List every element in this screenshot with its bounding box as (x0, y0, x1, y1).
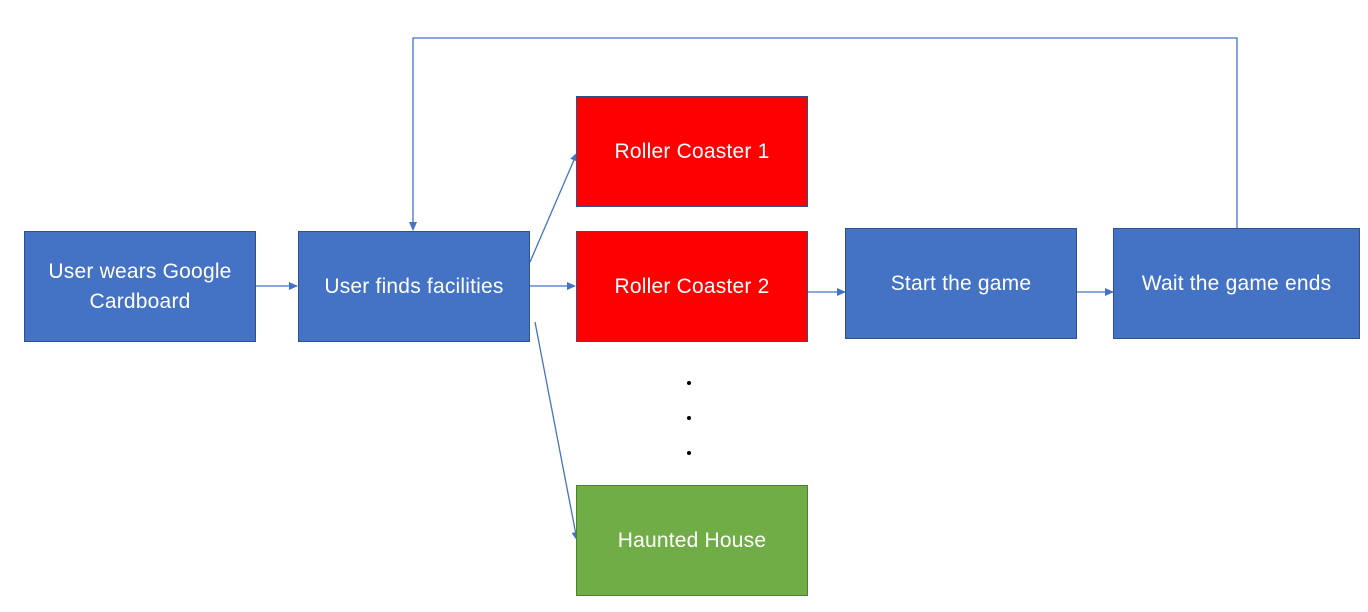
ellipsis-dot (687, 416, 691, 420)
node-start-game: Start the game (845, 228, 1077, 339)
node-label: Haunted House (617, 528, 767, 552)
arrow-find-to-coaster1 (529, 152, 578, 263)
node-label: Start the game (890, 271, 1032, 295)
node-label: User wears Google Cardboard (48, 259, 232, 313)
ellipsis-dot (687, 451, 691, 455)
node-find-facilities: User finds facilities (298, 231, 530, 342)
node-wear-cardboard: User wears Google Cardboard (24, 231, 256, 342)
node-roller-coaster-1: Roller Coaster 1 (576, 96, 808, 207)
node-haunted-house: Haunted House (576, 485, 808, 596)
node-roller-coaster-2: Roller Coaster 2 (576, 231, 808, 342)
node-wait-game-ends: Wait the game ends (1113, 228, 1360, 339)
arrow-loop-back (409, 37, 1238, 231)
node-label: User finds facilities (324, 274, 504, 298)
arrow-find-to-haunted (534, 321, 580, 541)
ellipsis-dot (687, 381, 691, 385)
node-label: Wait the game ends (1141, 271, 1332, 295)
node-label: Roller Coaster 1 (614, 139, 770, 163)
node-label: Roller Coaster 2 (614, 274, 770, 298)
